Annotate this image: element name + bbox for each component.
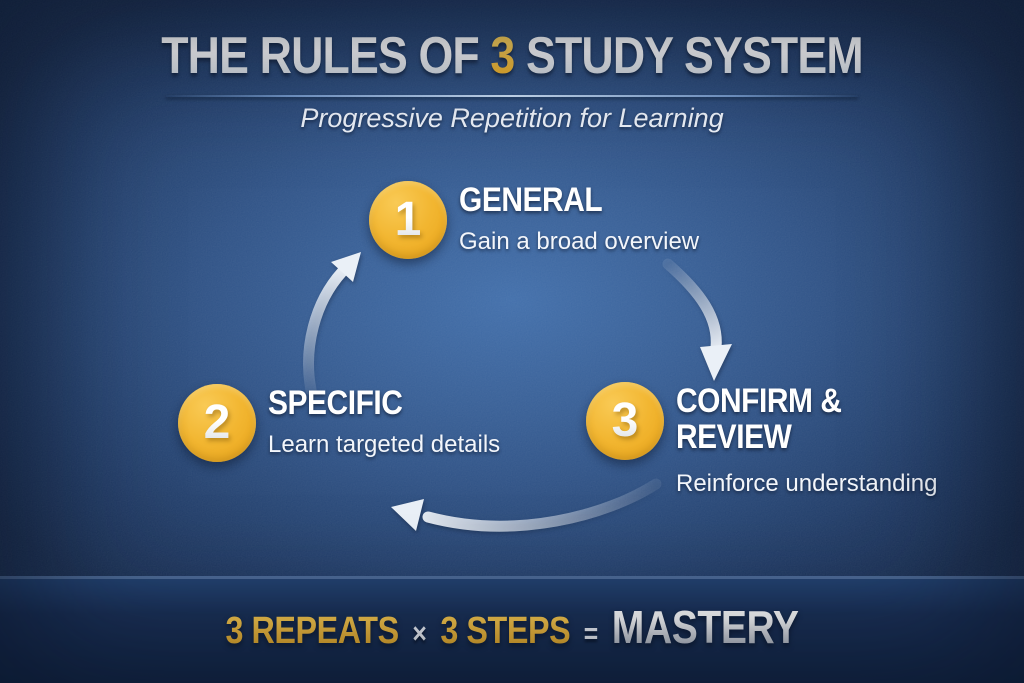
multiply-operator: × <box>412 618 427 650</box>
step-title: GENERAL <box>459 181 603 219</box>
footer-steps-label: 3 STEPS <box>440 610 571 652</box>
title-highlight-3: 3 <box>490 27 515 85</box>
mastery-formula: 3 REPEATS × 3 STEPS = MASTERY <box>77 579 947 654</box>
title-text-prefix: THE RULES OF <box>161 27 491 85</box>
step-description: Gain a broad overview <box>459 228 700 256</box>
step-general: 1 GENERAL Gain a broad overview <box>369 181 699 259</box>
footer-mastery-label: MASTERY <box>611 601 799 653</box>
step-description: Reinforce understanding <box>676 469 938 497</box>
arrow-general-to-confirm-icon <box>662 258 732 381</box>
step-number: 1 <box>394 193 422 246</box>
step-title: SPECIFIC <box>268 384 403 422</box>
step-text-block: SPECIFIC Learn targeted details <box>268 385 500 459</box>
page-title: THE RULES OF 3 STUDY SYSTEM <box>72 30 953 82</box>
footer-repeats-label: 3 REPEATS <box>225 610 399 652</box>
arrow-specific-to-general-icon <box>303 252 361 396</box>
step-number: 2 <box>203 396 231 449</box>
step-confirm-review: 3 CONFIRM & REVIEW Reinforce understandi… <box>586 382 938 498</box>
title-text-suffix: STUDY SYSTEM <box>514 27 864 85</box>
step-specific: 2 SPECIFIC Learn targeted details <box>178 384 500 462</box>
step-text-block: CONFIRM & REVIEW Reinforce understanding <box>676 383 938 498</box>
subtitle: Progressive Repetition for Learning <box>300 103 724 133</box>
step-number-badge: 2 <box>178 384 256 462</box>
step-title: CONFIRM & REVIEW <box>676 382 842 457</box>
step-number-badge: 1 <box>369 181 447 259</box>
equals-operator: = <box>583 618 599 650</box>
step-description: Learn targeted details <box>268 431 501 459</box>
step-number-badge: 3 <box>586 382 664 460</box>
step-text-block: GENERAL Gain a broad overview <box>459 182 699 256</box>
footer-band: 3 REPEATS × 3 STEPS = MASTERY <box>0 576 1024 683</box>
step-number: 3 <box>611 394 639 447</box>
title-divider <box>166 95 858 97</box>
